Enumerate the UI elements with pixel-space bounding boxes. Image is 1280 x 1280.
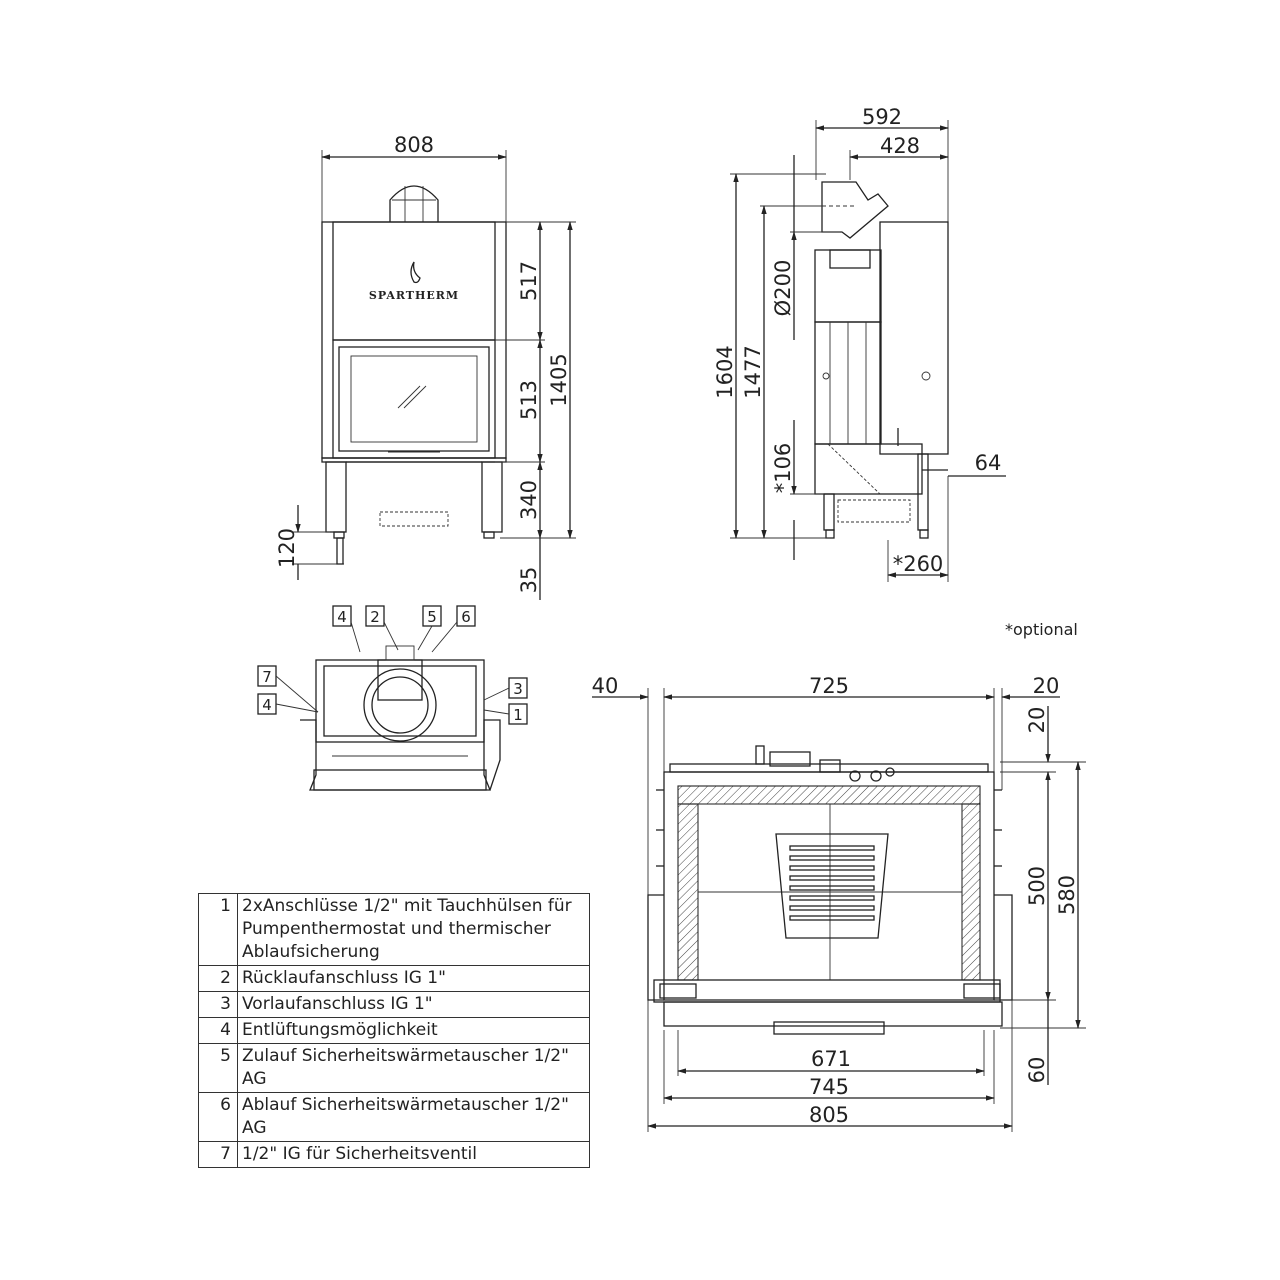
- legend-text: Zulauf Sicherheitswärmetauscher 1/2" AG: [237, 1043, 590, 1093]
- refractory-back: [677, 785, 981, 805]
- legend-text: Rücklaufanschluss IG 1": [237, 965, 590, 992]
- front-feet-label: 35: [517, 567, 541, 594]
- plan-right-margin-label: 20: [1033, 674, 1060, 698]
- legend-text: Ablauf Sicherheitswärmetauscher 1/2" AG: [237, 1092, 590, 1142]
- marker-3: 3: [513, 680, 523, 698]
- side-offset-label: 64: [975, 451, 1002, 475]
- front-width-label: 808: [394, 133, 434, 157]
- side-view: 592 428 1604 1477: [713, 105, 1006, 582]
- plan-left-margin-label: 40: [592, 674, 619, 698]
- front-lower-label: 340: [517, 480, 541, 520]
- legend-num: 7: [198, 1141, 238, 1168]
- marker-4-top: 4: [337, 608, 347, 626]
- legend-text: 2xAnschlüsse 1/2" mit Tauchhülsen für Pu…: [237, 893, 590, 966]
- flue-elbow: [821, 181, 889, 239]
- side-total-height-label: 1604: [713, 345, 737, 398]
- marker-7: 7: [262, 668, 272, 686]
- front-view: 808 SPARTHERM: [275, 133, 576, 600]
- side-flue-label: Ø200: [771, 260, 795, 317]
- marker-6: 6: [461, 608, 471, 626]
- brand-label: SPARTHERM: [369, 289, 459, 302]
- legend-text: 1/2" IG für Sicherheitsventil: [237, 1141, 590, 1168]
- glass-window: [350, 355, 478, 443]
- side-depth-label: 592: [862, 105, 902, 129]
- legend-num: 4: [198, 1017, 238, 1044]
- legend-num: 6: [198, 1092, 238, 1142]
- plan-top-margin-label: 20: [1025, 707, 1049, 734]
- marker-2: 2: [370, 608, 380, 626]
- legend-num: 1: [198, 893, 238, 966]
- side-inner-depth-label: 428: [880, 134, 920, 158]
- side-height2-label: 1477: [741, 345, 765, 398]
- marker-5: 5: [427, 608, 437, 626]
- legend-num: 5: [198, 1043, 238, 1093]
- refractory-right: [961, 803, 981, 981]
- front-total-label: 1405: [547, 353, 571, 406]
- flame-logo-icon: [410, 261, 421, 284]
- plan-total-depth-label: 580: [1055, 875, 1079, 915]
- side-opt-height-label: *106: [771, 443, 795, 494]
- plan-view: 40 725 20 20 500 580 60: [592, 674, 1086, 1132]
- front-upper-label: 517: [517, 261, 541, 301]
- flue-collar: [389, 185, 439, 222]
- grate: [775, 833, 889, 939]
- refractory-left: [677, 803, 699, 981]
- front-left-height-label: 120: [275, 528, 299, 568]
- plan-outer-label: 805: [809, 1103, 849, 1127]
- marker-1: 1: [513, 706, 523, 724]
- legend-num: 3: [198, 991, 238, 1018]
- plan-depth-label: 500: [1025, 866, 1049, 906]
- legend-num: 2: [198, 965, 238, 992]
- legend-text: Vorlaufanschluss IG 1": [237, 991, 590, 1018]
- top-view: 4 2 5 6 7 4 3 1: [257, 605, 528, 791]
- plan-width-label: 725: [809, 674, 849, 698]
- optional-note: *optional: [1005, 620, 1078, 639]
- plan-inner-label: 671: [811, 1047, 851, 1071]
- front-middle-label: 513: [517, 380, 541, 420]
- side-opt-depth-label: *260: [893, 552, 944, 576]
- marker-4-left: 4: [262, 696, 272, 714]
- legend-text: Entlüftungsmöglichkeit: [237, 1017, 590, 1044]
- plan-mid-label: 745: [809, 1075, 849, 1099]
- plan-front-label: 60: [1025, 1057, 1049, 1084]
